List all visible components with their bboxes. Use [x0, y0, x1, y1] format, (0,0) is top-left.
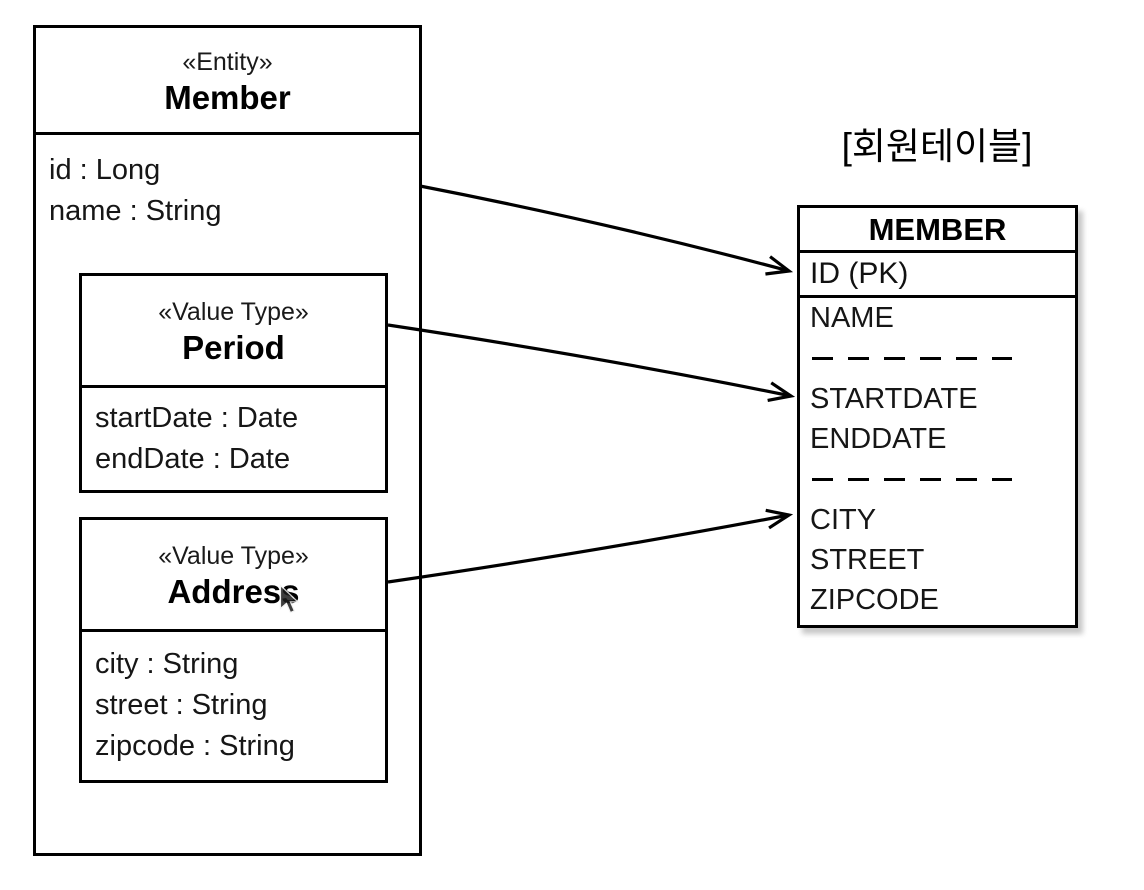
address-stereotype: «Value Type»	[158, 542, 309, 570]
attribute-line: city : String	[95, 648, 239, 680]
period-class-name: Period	[182, 329, 285, 366]
table-caption: [회원테이블]	[841, 126, 1033, 167]
attribute-line: id : Long	[49, 154, 161, 186]
attribute-line: street : String	[95, 689, 268, 721]
period-attribute-list: startDate : Date endDate : Date	[82, 388, 385, 480]
db-field-row: NAME	[810, 302, 894, 334]
attribute-line: zipcode : String	[95, 730, 295, 762]
arrow-address-to-city	[387, 515, 789, 584]
member-db-table: MEMBER ID (PK) NAME STARTDATE ENDDATE CI…	[797, 205, 1078, 628]
member-entity-header: «Entity» Member	[36, 28, 419, 135]
address-class-name: Address	[167, 573, 300, 610]
db-field-row: ENDDATE	[810, 423, 947, 455]
member-class-name: Member	[164, 79, 291, 116]
db-field-row: STREET	[810, 544, 925, 576]
member-attribute-list: id : Long name : String	[49, 150, 221, 232]
period-stereotype: «Value Type»	[158, 298, 309, 326]
period-valuetype-box: «Value Type» Period startDate : Date end…	[79, 273, 388, 493]
db-table-header: MEMBER	[800, 208, 1075, 253]
attribute-line: name : String	[49, 195, 222, 227]
arrow-period-to-dates	[387, 323, 791, 396]
db-table-body: NAME STARTDATE ENDDATE CITY STREET ZIPCO…	[800, 298, 1075, 620]
db-pk-row: ID (PK)	[800, 253, 1075, 298]
member-stereotype: «Entity»	[182, 48, 273, 76]
dashed-divider	[812, 357, 1012, 360]
address-attribute-list: city : String street : String zipcode : …	[82, 632, 385, 767]
db-field-row: STARTDATE	[810, 383, 978, 415]
address-valuetype-box: «Value Type» Address city : String stree…	[79, 517, 388, 783]
db-field-row: CITY	[810, 504, 877, 536]
address-header: «Value Type» Address	[82, 520, 385, 632]
db-field-row: ZIPCODE	[810, 584, 939, 616]
arrow-member-to-id	[419, 184, 789, 271]
member-entity-box: «Entity» Member id : Long name : String …	[33, 25, 422, 856]
attribute-line: endDate : Date	[95, 443, 291, 475]
dashed-divider	[812, 478, 1012, 481]
attribute-line: startDate : Date	[95, 402, 299, 434]
period-header: «Value Type» Period	[82, 276, 385, 388]
